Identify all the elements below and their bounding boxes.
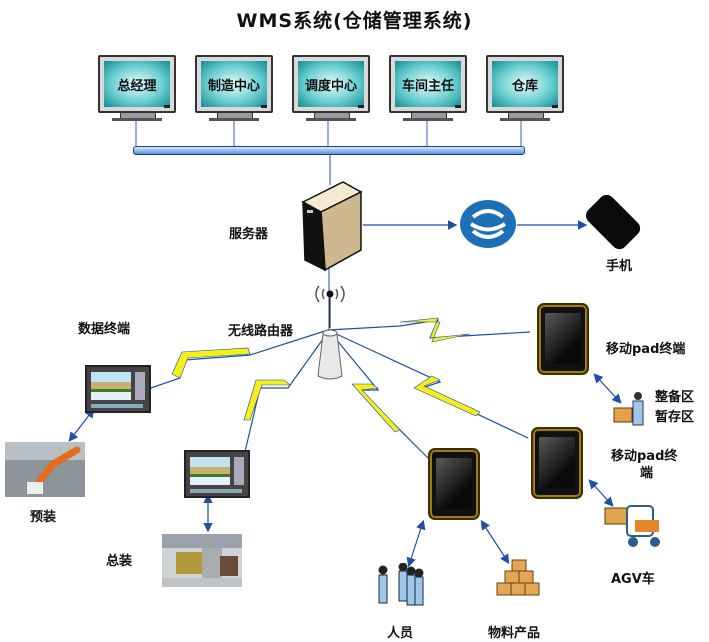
personnel-label: 人员: [387, 626, 414, 641]
staging-area-label: 整备区: [655, 390, 695, 405]
pad-terminal-2-label-line2: 端: [640, 466, 654, 481]
pad-terminal-1-label: 移动pad终端: [606, 342, 686, 357]
monitor-general-manager[interactable]: 总经理: [98, 55, 176, 121]
china-mobile-logo-icon: [460, 200, 516, 248]
monitor-manufacturing-center[interactable]: 制造中心: [195, 55, 273, 121]
materials-boxes-icon: [496, 559, 540, 596]
monitor-workshop-director[interactable]: 车间主任: [389, 55, 467, 121]
monitor-label: 总经理: [104, 61, 170, 107]
temporary-storage-label: 暂存区: [655, 410, 695, 425]
wireless-bolts: [144, 317, 531, 459]
monitor-dispatch-center[interactable]: 调度中心: [292, 55, 370, 121]
monitor-label: 制造中心: [201, 61, 267, 107]
network-bus: [133, 146, 525, 155]
pre-assembly-label: 预装: [30, 510, 57, 525]
final-assembly-photo: [162, 534, 242, 587]
monitor-label: 调度中心: [298, 61, 364, 107]
mobile-pad-terminal-1[interactable]: [537, 303, 589, 375]
monitor-drop-lines: [135, 118, 522, 147]
personnel-group-icon: [378, 563, 424, 606]
mobile-pad-terminal-2[interactable]: [531, 427, 583, 499]
data-terminal-label: 数据终端: [78, 322, 131, 337]
page-title: WMS系统(仓储管理系统): [236, 10, 473, 32]
phone-icon[interactable]: [586, 190, 648, 250]
materials-label: 物料产品: [488, 626, 541, 641]
assembly-terminal-hmi-icon[interactable]: [184, 450, 250, 498]
final-assembly-label: 总装: [106, 554, 133, 569]
staging-worker-icon: [613, 392, 644, 426]
double-arrows: [68, 373, 622, 568]
mobile-pad-terminal-3[interactable]: [428, 448, 480, 520]
data-terminal-hmi-icon[interactable]: [85, 365, 151, 413]
wireless-router-icon[interactable]: [305, 280, 355, 382]
pad-terminal-2-label-line1: 移动pad终: [611, 449, 678, 464]
pre-assembly-photo: [5, 442, 85, 497]
agv-label: AGV车: [611, 572, 655, 587]
server-icon[interactable]: [295, 180, 367, 272]
monitor-warehouse[interactable]: 仓库: [486, 55, 564, 121]
phone-label: 手机: [606, 259, 633, 274]
monitor-label: 车间主任: [395, 61, 461, 107]
router-label: 无线路由器: [228, 324, 294, 339]
monitor-label: 仓库: [492, 61, 558, 107]
agv-forklift-icon[interactable]: [603, 502, 663, 548]
server-label: 服务器: [229, 227, 269, 242]
